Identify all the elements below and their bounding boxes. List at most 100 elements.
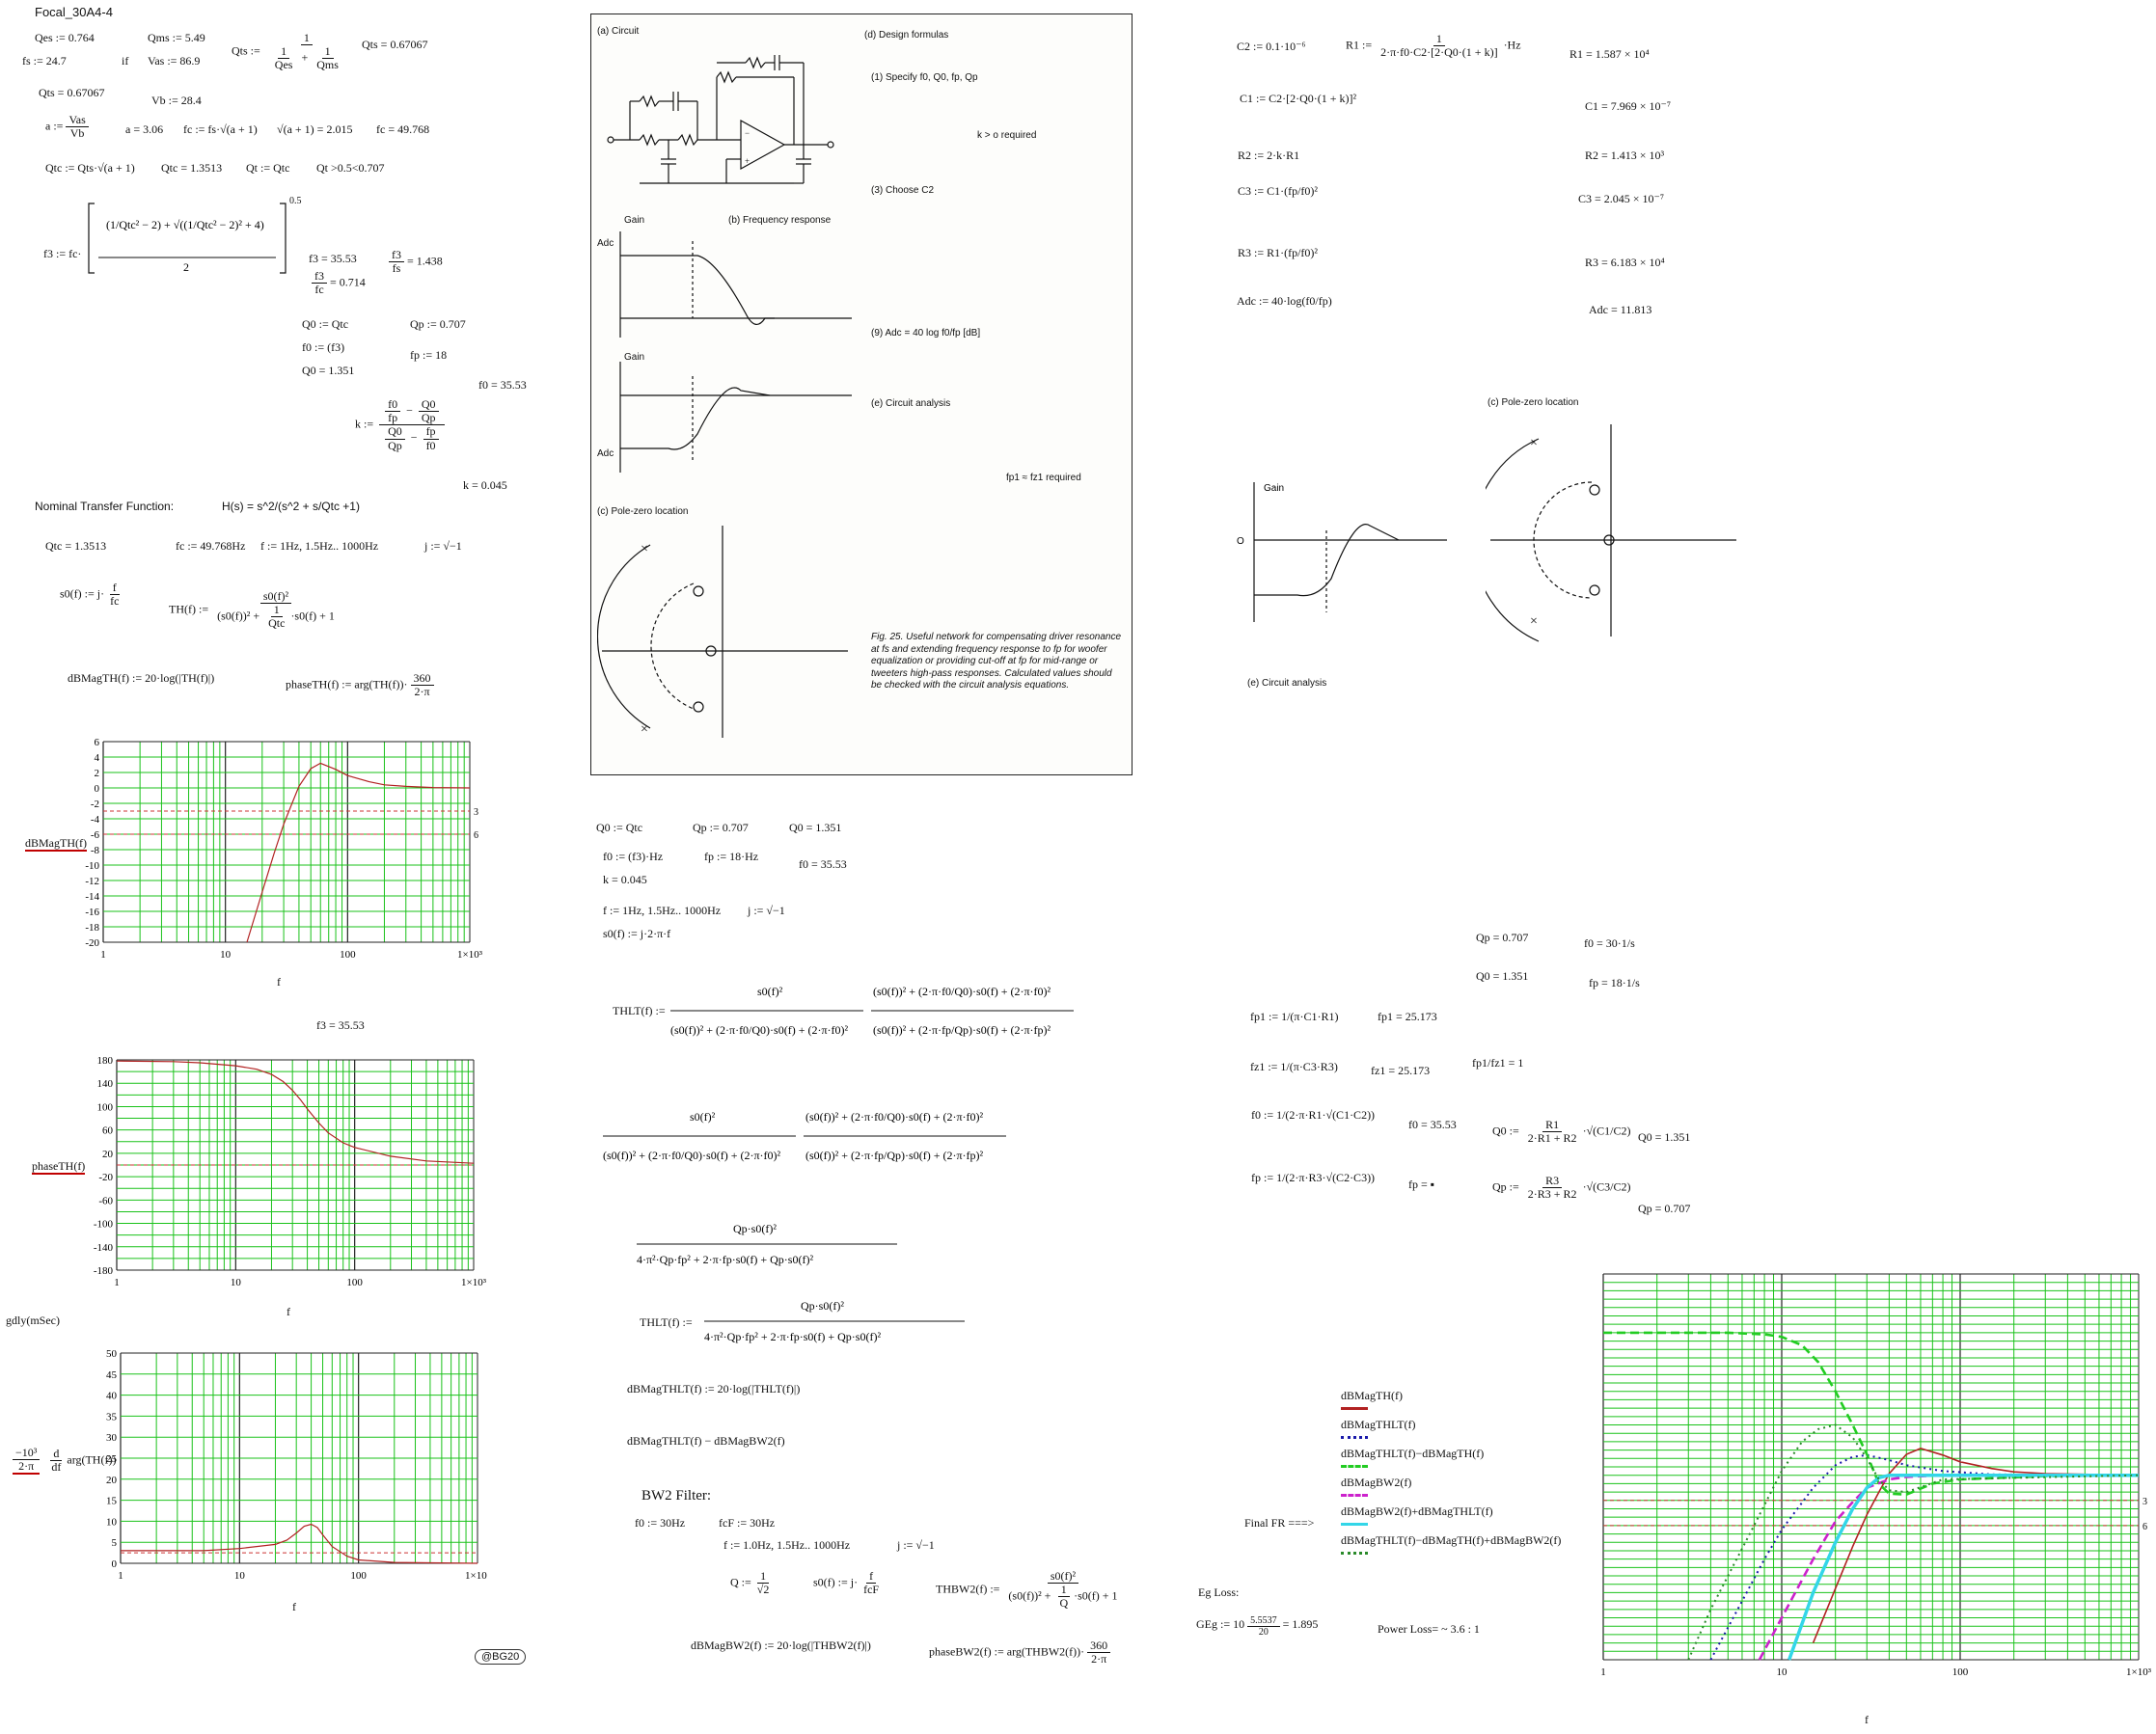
fp-circuit-def[interactable]: fp := 1/(2·π·R3·√(C2·C3)) xyxy=(1251,1171,1376,1184)
final-fr-label: Final FR ===> xyxy=(1244,1516,1315,1530)
dbmag-thlt-def[interactable]: dBMagTHLT(f) := 20·log(|THLT(f)|) xyxy=(627,1382,801,1395)
bw2-frequency-range[interactable]: f := 1.0Hz, 1.5Hz.. 1000Hz xyxy=(723,1538,851,1552)
svg-text:4·π²·Qp·fp² + 2·π·fp·s0(f) + Q: 4·π²·Qp·fp² + 2·π·fp·s0(f) + Qp·s0(f)² xyxy=(704,1330,881,1343)
legend-label: dBMagTHLT(f) xyxy=(1341,1418,1416,1431)
fc-hz-def[interactable]: fc := 49.768Hz xyxy=(176,539,246,553)
y-tick-label: -60 xyxy=(98,1195,113,1206)
thlt-def-1[interactable]: THLT(f) := xyxy=(613,1004,666,1017)
y-tick-label: -16 xyxy=(85,907,99,918)
frequency-range[interactable]: f := 1Hz, 1.5Hz.. 1000Hz xyxy=(260,539,379,553)
svg-text:×: × xyxy=(641,542,648,556)
thlt-expression-4: Qp·s0(f)² 4·π²·Qp·fp² + 2·π·fp·s0(f) + Q… xyxy=(704,1299,965,1343)
scan-label-e: (e) Circuit analysis xyxy=(871,398,951,409)
x-tick-label: 1×10³ xyxy=(457,949,483,961)
svg-text:Qp·s0(f)²: Qp·s0(f)² xyxy=(801,1299,844,1313)
qms-def[interactable]: Qms := 5.49 xyxy=(148,31,205,44)
bw2-q-def[interactable]: Q :=1√2 xyxy=(730,1569,770,1597)
vas-def[interactable]: Vas := 86.9 xyxy=(148,54,201,68)
fs-def[interactable]: fs := 24.7 xyxy=(22,54,67,68)
phase-chart-ylabel: phaseTH(f) xyxy=(32,1159,86,1176)
dbmag-def[interactable]: dBMagTH(f) := 20·log(|TH(f)|) xyxy=(68,671,215,685)
reference-label: 3 xyxy=(474,807,478,818)
y-tick-label: 6 xyxy=(95,737,100,748)
bw2-j-def[interactable]: j := √−1 xyxy=(897,1538,935,1552)
vb-def[interactable]: Vb := 28.4 xyxy=(151,94,202,107)
legend-swatch xyxy=(1341,1465,1368,1468)
scan-formula-1: (1) Specify f0, Q0, fp, Qp xyxy=(871,72,978,83)
r1-result: R1 = 1.587 × 10⁴ xyxy=(1569,47,1650,61)
c1-def[interactable]: C1 := C2·[2·Q0·(1 + k)]² xyxy=(1240,92,1357,105)
y-tick-label: 35 xyxy=(106,1411,118,1422)
y-tick-label: 40 xyxy=(106,1391,118,1402)
fc-def[interactable]: fc := fs·√(a + 1) xyxy=(183,122,258,136)
nominal-label: Nominal Transfer Function: xyxy=(35,500,175,513)
qt-def[interactable]: Qt := Qtc xyxy=(246,161,290,175)
bw2-f0-def[interactable]: f0 := 30Hz xyxy=(635,1516,686,1530)
right-q0-result: Q0 = 1.351 xyxy=(1476,969,1529,983)
mid-qp-def[interactable]: Qp := 0.707 xyxy=(693,821,749,834)
r2-def[interactable]: R2 := 2·k·R1 xyxy=(1238,149,1300,162)
reference-label: 6 xyxy=(474,830,478,841)
mid-j-def[interactable]: j := √−1 xyxy=(748,904,785,917)
fz1-def[interactable]: fz1 := 1/(π·C3·R3) xyxy=(1250,1060,1338,1073)
scan-freq-response-2 xyxy=(619,362,852,473)
fp1-def[interactable]: fp1 := 1/(π·C1·R1) xyxy=(1250,1010,1339,1023)
bw2-dbmag-def[interactable]: dBMagBW2(f) := 20·log(|THBW2(f)|) xyxy=(691,1639,871,1652)
c2-def[interactable]: C2 := 0.1·10⁻⁶ xyxy=(1237,40,1306,53)
f3-def[interactable]: f3 := fc· xyxy=(43,247,82,260)
qts-result: Qts = 0.67067 xyxy=(362,38,428,51)
qtc-def[interactable]: Qtc := Qts·√(a + 1) xyxy=(45,161,135,175)
legend-label: dBMagTHLT(f)−dBMagTH(f) xyxy=(1341,1447,1485,1460)
mid-f0-def[interactable]: f0 := (f3)·Hz xyxy=(603,850,664,863)
scan-gain-1: Gain xyxy=(624,215,645,226)
f3-formula-bracket: (1/Qtc² − 2) + √((1/Qtc² − 2)² + 4) 2 xyxy=(88,203,287,274)
j-def[interactable]: j := √−1 xyxy=(424,539,462,553)
thlt-def-2[interactable]: THLT(f) := xyxy=(640,1315,693,1329)
mid-s0-def[interactable]: s0(f) := j·2·π·f xyxy=(603,927,671,940)
bw2-fcf-def[interactable]: fcF := 30Hz xyxy=(719,1516,776,1530)
adc-def[interactable]: Adc := 40·log(f0/fp) xyxy=(1237,294,1332,308)
svg-text:(1/Qtc² − 2) + √((1/Qtc² − 2)²: (1/Qtc² − 2) + √((1/Qtc² − 2)² + 4) xyxy=(106,218,264,231)
adc-result: Adc = 11.813 xyxy=(1589,303,1652,316)
fc-result: fc = 49.768 xyxy=(376,122,430,136)
right-freq-response: Gain O xyxy=(1237,482,1447,622)
fp-def[interactable]: fp := 18 xyxy=(410,348,448,362)
r3-def[interactable]: R3 := R1·(fp/f0)² xyxy=(1238,246,1319,259)
y-tick-label: -8 xyxy=(91,845,100,856)
mid-fp-def[interactable]: fp := 18·Hz xyxy=(704,850,759,863)
legend-item: dBMagBW2(f) xyxy=(1341,1476,1411,1497)
c3-def[interactable]: C3 := C1·(fp/f0)² xyxy=(1238,184,1319,198)
bw2-heading: BW2 Filter: xyxy=(641,1488,712,1504)
qp-def[interactable]: Qp := 0.707 xyxy=(410,317,466,331)
mid-frequency-range[interactable]: f := 1Hz, 1.5Hz.. 1000Hz xyxy=(603,904,722,917)
qes-def[interactable]: Qes := 0.764 xyxy=(35,31,95,44)
doc-title: Focal_30A4-4 xyxy=(35,5,113,19)
f0-circuit-def[interactable]: f0 := 1/(2·π·R1·√(C1·C2)) xyxy=(1251,1108,1376,1122)
right-f0-result: f0 = 30·1/s xyxy=(1584,936,1635,950)
y-tick-label: -14 xyxy=(85,891,99,903)
y-tick-label: 30 xyxy=(106,1432,118,1444)
fp-circuit-result: fp = ▪ xyxy=(1408,1178,1435,1191)
f0-def[interactable]: f0 := (f3) xyxy=(302,340,345,354)
nominal-formula: H(s) = s^2/(s^2 + s/Qtc +1) xyxy=(222,500,360,513)
q0-def[interactable]: Q0 := Qtc xyxy=(302,317,349,331)
mid-q0-def[interactable]: Q0 := Qtc xyxy=(596,821,643,834)
